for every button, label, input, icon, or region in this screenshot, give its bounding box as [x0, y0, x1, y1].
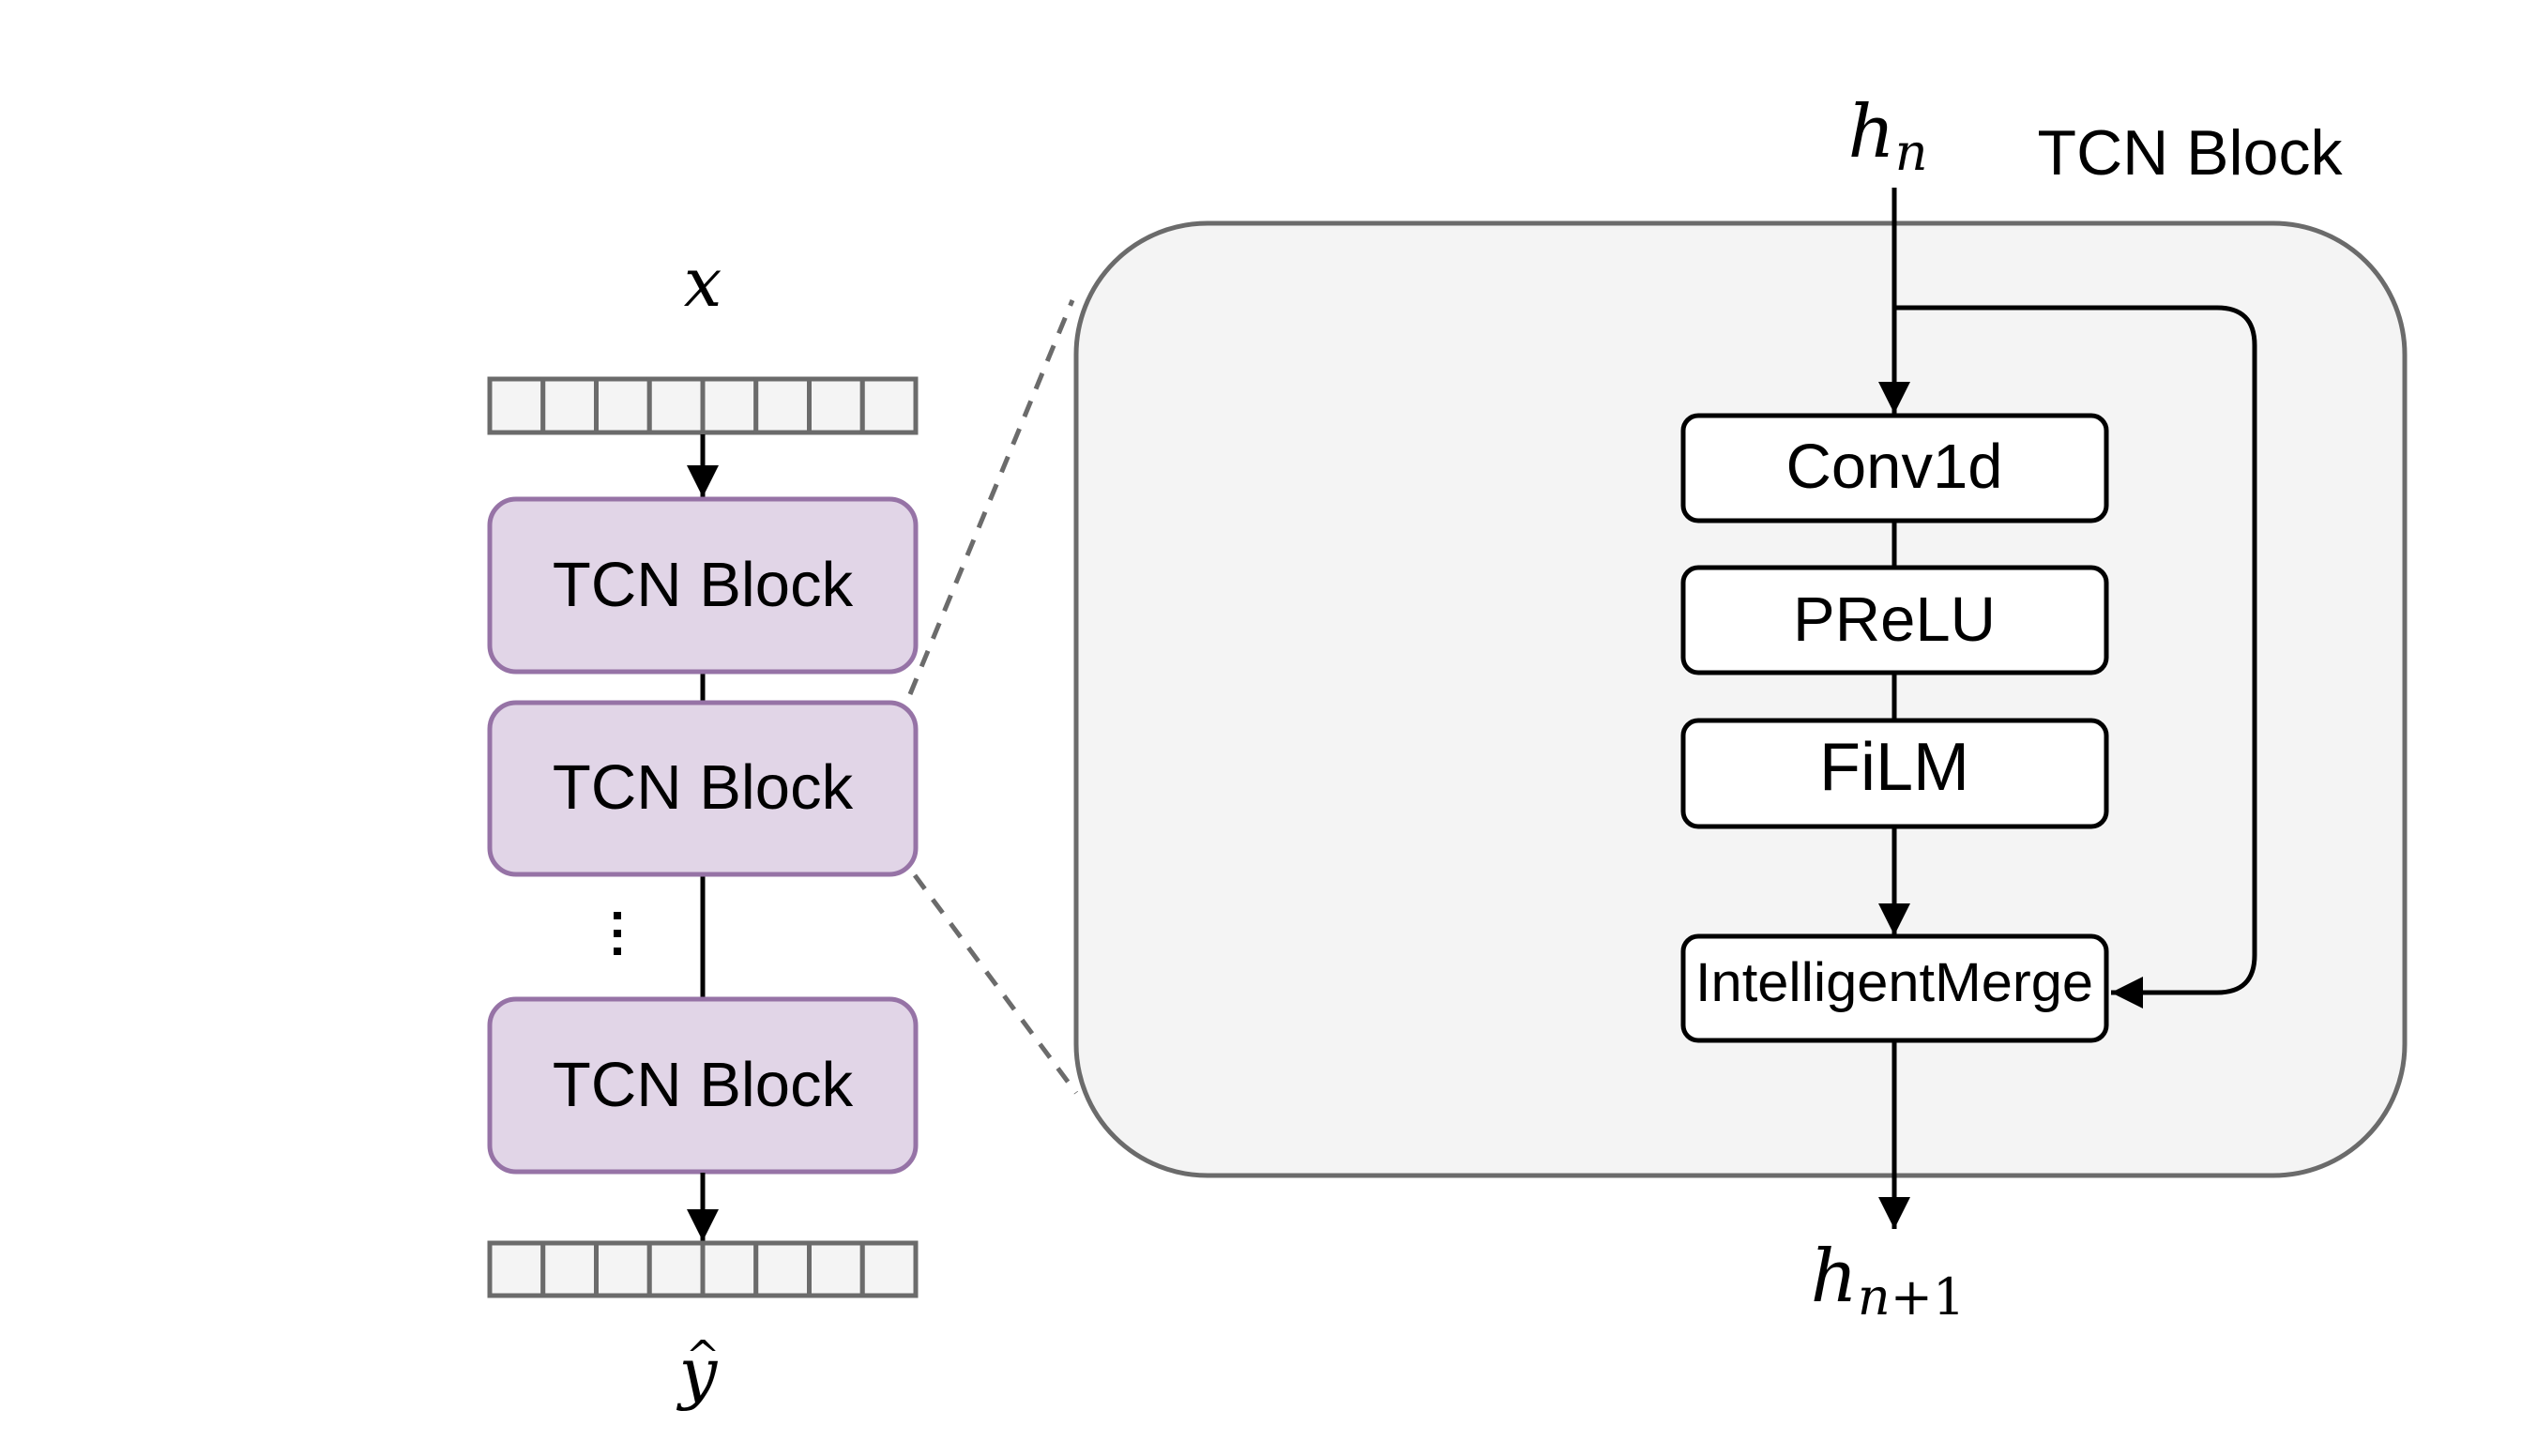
tcn-block-1[interactable]: TCN Block	[487, 496, 919, 675]
input-tensor-cell	[807, 376, 865, 435]
input-tensor-cell	[594, 376, 652, 435]
input-tensor-cell	[753, 376, 812, 435]
input-tensor-cell	[859, 376, 919, 435]
output-tensor-cell	[807, 1240, 865, 1298]
output-label-y-hat: y ^	[676, 1332, 721, 1412]
tcn-block-2[interactable]: TCN Block	[487, 700, 919, 877]
output-tensor-cell	[646, 1240, 706, 1298]
layer-intelligent-merge-label: IntelligentMerge	[1695, 952, 2093, 1013]
zoom-guide-top	[907, 299, 1075, 695]
output-tensor-cell	[594, 1240, 652, 1298]
skip-connection-path	[1894, 305, 2257, 1009]
output-label-y: y	[676, 1333, 719, 1412]
output-tensor	[487, 1240, 919, 1298]
layer-conv1d[interactable]: Conv1d	[1680, 413, 2109, 523]
tcn-block-2-label: TCN Block	[553, 752, 854, 823]
tcn-block-1-label: TCN Block	[553, 550, 854, 620]
input-tensor-cell	[540, 376, 599, 435]
input-tensor-cell	[700, 376, 759, 435]
output-tensor-cell	[859, 1240, 919, 1298]
detail-panel-title: TCN Block	[2038, 117, 2344, 189]
input-tensor	[487, 376, 919, 435]
output-label-hat: ^	[686, 1332, 721, 1380]
layer-prelu-label: PReLU	[1793, 584, 1996, 655]
zoom-guide-bottom	[912, 873, 1079, 1095]
output-label-h: h	[1811, 1235, 1858, 1319]
layer-intelligent-merge[interactable]: IntelligentMerge	[1680, 933, 2109, 1043]
layer-film[interactable]: FiLM	[1680, 718, 2109, 829]
input-label-x: x	[684, 243, 722, 322]
ellipsis-dots	[614, 912, 621, 955]
layer-prelu[interactable]: PReLU	[1680, 565, 2109, 675]
output-label-h-n-plus-1: hn+1	[1811, 1235, 1966, 1327]
output-label-sub-plus-1: +1	[1891, 1267, 1966, 1327]
input-label-h: h	[1847, 90, 1894, 174]
input-tensor-cell	[487, 376, 546, 435]
input-label-h-n: hn	[1847, 90, 1927, 182]
input-label-n: n	[1895, 123, 1928, 182]
tcn-block-3-label: TCN Block	[553, 1050, 854, 1120]
output-label-sub-n: n	[1858, 1267, 1891, 1327]
layer-conv1d-label: Conv1d	[1786, 432, 2003, 502]
output-tensor-cell	[700, 1240, 759, 1298]
tcn-block-3[interactable]: TCN Block	[487, 996, 919, 1175]
output-tensor-cell	[753, 1240, 812, 1298]
input-tensor-cell	[646, 376, 706, 435]
output-tensor-cell	[540, 1240, 599, 1298]
output-tensor-cell	[487, 1240, 546, 1298]
tcn-block-detail-panel: TCN Block hn Conv1d PReLU FiLM Intell	[1073, 90, 2408, 1327]
left-stack: x TCN Block TCN Block TCN Block	[487, 243, 919, 1412]
layer-film-label: FiLM	[1819, 730, 1969, 805]
